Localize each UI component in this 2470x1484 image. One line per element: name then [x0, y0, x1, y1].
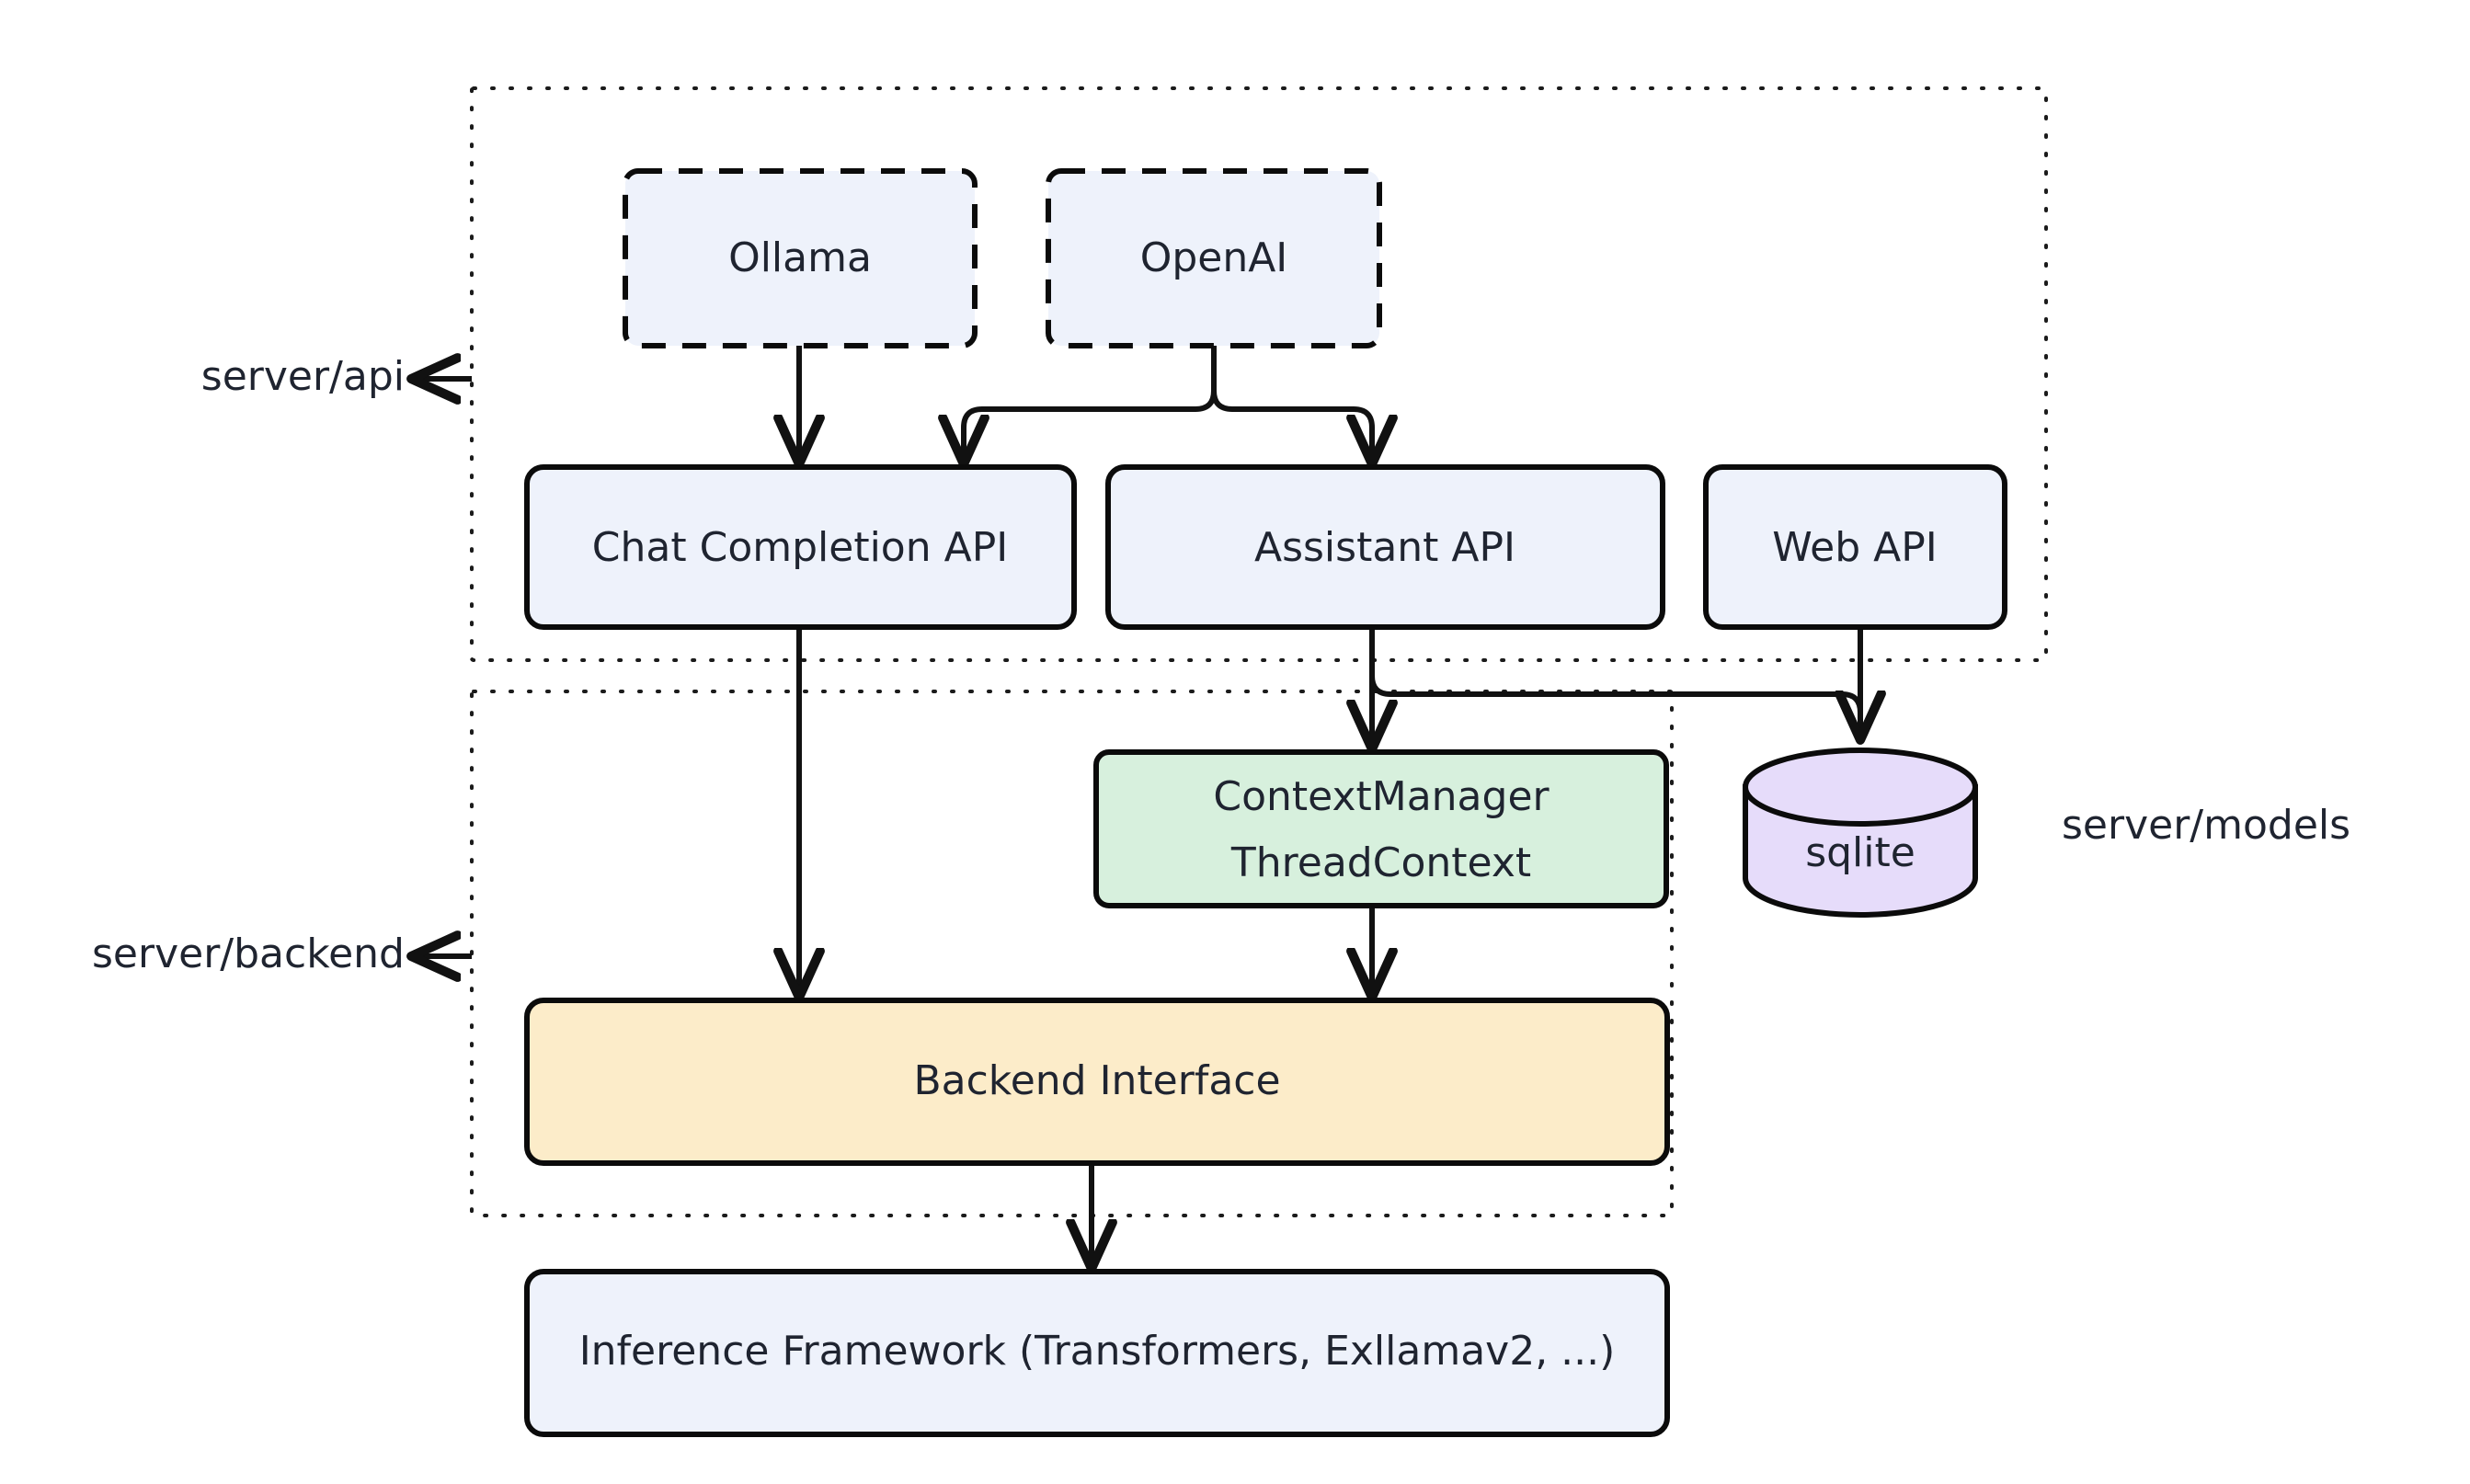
node-openai-label: OpenAI [1140, 234, 1288, 281]
node-sqlite[interactable]: sqlite [1743, 748, 1978, 918]
group-label-server-models: server/models [2062, 802, 2350, 849]
node-backend-interface[interactable] [524, 998, 1670, 1166]
node-assistant-api[interactable] [1105, 464, 1665, 630]
node-backend-interface-label: Backend Interface [913, 1057, 1280, 1104]
group-label-server-api: server/api [201, 353, 405, 400]
edge-openai-to-assistant-api [1211, 346, 1372, 460]
node-context-manager[interactable] [1093, 749, 1669, 908]
node-inference-framework-label: Inference Framework (Transformers, Exlla… [579, 1328, 1616, 1375]
sqlite-cylinder-top [1743, 748, 1978, 827]
edge-assistant-api-to-sqlite [1369, 675, 1863, 726]
node-context-manager-label-line2: ThreadContext [1230, 839, 1531, 886]
node-ollama-label: Ollama [728, 234, 872, 281]
node-assistant-api-label: Assistant API [1254, 524, 1515, 571]
node-context-manager-label-line1: ContextManager [1213, 773, 1549, 820]
group-border-server-api [470, 86, 2048, 662]
node-openai[interactable] [1046, 168, 1382, 348]
node-chat-completion-api-label: Chat Completion API [592, 524, 1008, 571]
node-web-api[interactable] [1703, 464, 2007, 630]
node-inference-framework[interactable] [524, 1269, 1670, 1437]
node-sqlite-label: sqlite [1805, 829, 1915, 876]
node-chat-completion-api[interactable] [524, 464, 1077, 630]
group-label-server-backend: server/backend [92, 930, 405, 977]
edge-openai-to-chat-api [964, 346, 1217, 460]
node-ollama[interactable] [623, 168, 978, 348]
node-web-api-label: Web API [1772, 524, 1938, 571]
